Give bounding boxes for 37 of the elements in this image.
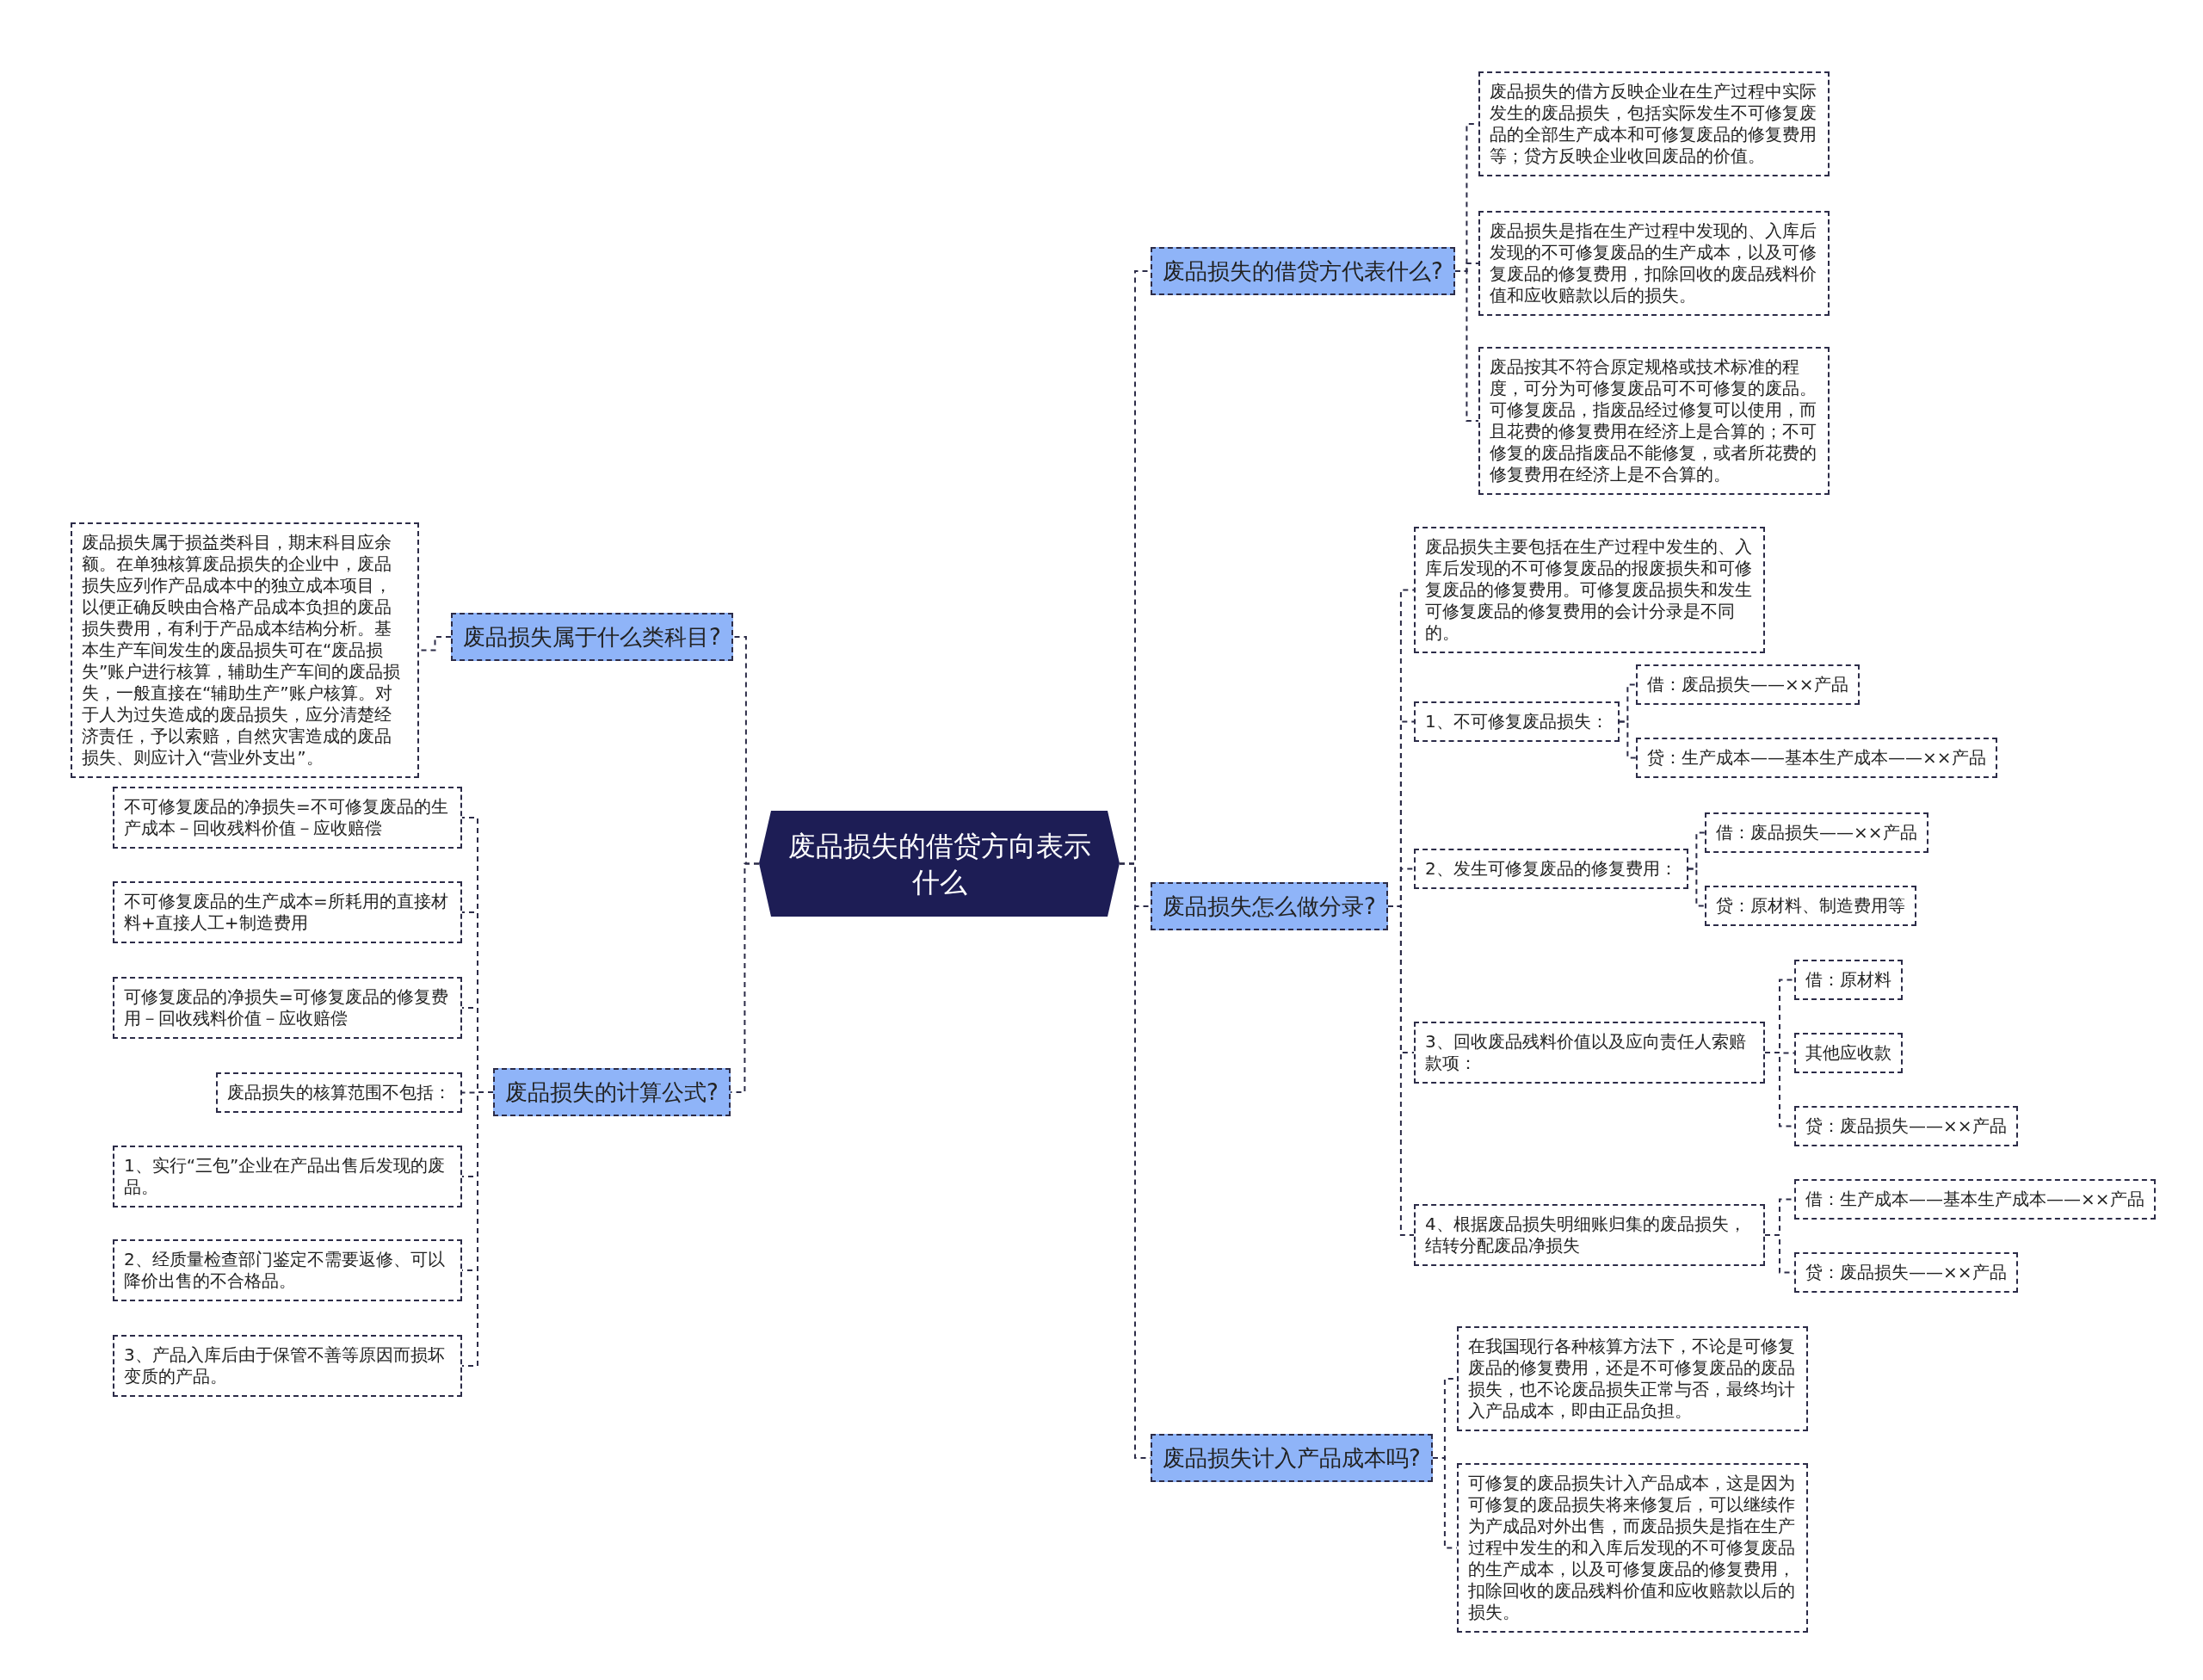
connector (1618, 720, 1637, 759)
note-box: 废品损失主要包括在生产过程中发生的、入库后发现的不可修复废品的报废损失和可修复废品的修复费用。可修复废品损失和发生可修复废品的修复费用的会计分录是不同的。 (1414, 527, 1765, 653)
connector (1687, 868, 1706, 907)
note-box: 2、发生可修复废品的修复费用： (1414, 849, 1688, 889)
note-box: 贷：原材料、制造费用等 (1705, 886, 1916, 926)
topic-box: 废品损失属于什么类科目? (451, 613, 733, 661)
note-box: 废品损失的借方反映企业在生产过程中实际发生的废品损失，包括实际发生不可修复废品的全部生产成本和可修复废品的修复费用等；贷方反映企业收回废品的价值。 (1478, 71, 1830, 176)
note-box: 可修复废品的净损失=可修复废品的修复费用－回收残料价值－应收赔偿 (113, 977, 462, 1039)
note-box: 废品损失属于损益类科目，期末科目应余额。在单独核算废品损失的企业中，废品损失应列作产品成本中的独立成本项目，以便正确反映由合格产品成本负担的废品损失费用，有利于产品成本结构分析。基本生产车间发生的废品损失可在“废品损失”账户进行核算，辅助生产车间的废品损失，一般直接在“辅助生产”账户核算。对于人为过失造成的废品损失，应分清楚经济责任，予以索赔，自然灾害造成的废品损失、则应计入“营业外支出”。 (71, 522, 419, 778)
topic-box: 废品损失怎么做分录? (1151, 882, 1388, 930)
note-box: 借：废品损失——××产品 (1705, 812, 1928, 853)
note-box: 废品损失是指在生产过程中发现的、入库后发现的不可修复废品的生产成本，以及可修复废品的修复费用，扣除回收的废品残料价值和应收赔款以后的损失。 (1478, 211, 1830, 316)
note-box: 3、回收废品残料价值以及应向责任人索赔款项： (1414, 1022, 1765, 1084)
note-box: 借：生产成本——基本生产成本——××产品 (1794, 1179, 2156, 1220)
note-box: 3、产品入库后由于保管不善等原因而损坏变质的产品。 (113, 1335, 462, 1397)
note-box: 2、经质量检查部门鉴定不需要返修、可以降价出售的不合格品。 (113, 1239, 462, 1301)
note-box: 不可修复废品的净损失=不可修复废品的生产成本－回收残料价值－应收赔偿 (113, 787, 462, 849)
connector (1453, 270, 1479, 422)
note-box: 在我国现行各种核算方法下，不论是可修复废品的修复费用，还是不可修复废品的废品损失，也不论废品损失正常与否，最终均计入产品成本，即由正品负担。 (1457, 1326, 1808, 1431)
note-box: 4、根据废品损失明细账归集的废品损失，结转分配废品净损失 (1414, 1204, 1765, 1266)
note-box: 其他应收款 (1794, 1033, 1903, 1073)
topic-box: 废品损失的借贷方代表什么? (1151, 247, 1455, 295)
note-box: 不可修复废品的生产成本=所耗用的直接材料+直接人工+制造费用 (113, 881, 462, 943)
note-box: 借：废品损失——××产品 (1636, 664, 1860, 705)
note-box: 废品按其不符合原定规格或技术标准的程度，可分为可修复废品可不可修复的废品。可修复废品，指废品经过修复可以使用，而且花费的修复费用在经济上是合算的；不可修复的废品指废品不能修复，或者所花费的修复费用在经济上是不合算的。 (1478, 347, 1830, 495)
note-box: 可修复的废品损失计入产品成本，这是因为可修复的废品损失将来修复后，可以继续作为产成品对外出售，而废品损失是指在生产过程中发生的和入库后发现的不可修复废品的生产成本，以及可修复废品的修复费用，扣除回收的废品残料价值和应收赔款以后的损失。 (1457, 1463, 1808, 1633)
connector (729, 862, 760, 1093)
topic-box: 废品损失计入产品成本吗? (1151, 1434, 1433, 1482)
central-topic: 废品损失的借贷方向表示什么 (759, 811, 1120, 917)
note-box: 贷：废品损失——××产品 (1794, 1252, 2018, 1293)
note-box: 借：原材料 (1794, 960, 1903, 1000)
note-box: 1、实行“三包”企业在产品出售后发现的废品。 (113, 1146, 462, 1208)
note-box: 贷：生产成本——基本生产成本——××产品 (1636, 738, 1997, 778)
note-box: 废品损失的核算范围不包括： (216, 1072, 462, 1113)
note-box: 贷：废品损失——××产品 (1794, 1106, 2018, 1146)
note-box: 1、不可修复废品损失： (1414, 701, 1620, 742)
topic-box: 废品损失的计算公式? (493, 1068, 731, 1116)
